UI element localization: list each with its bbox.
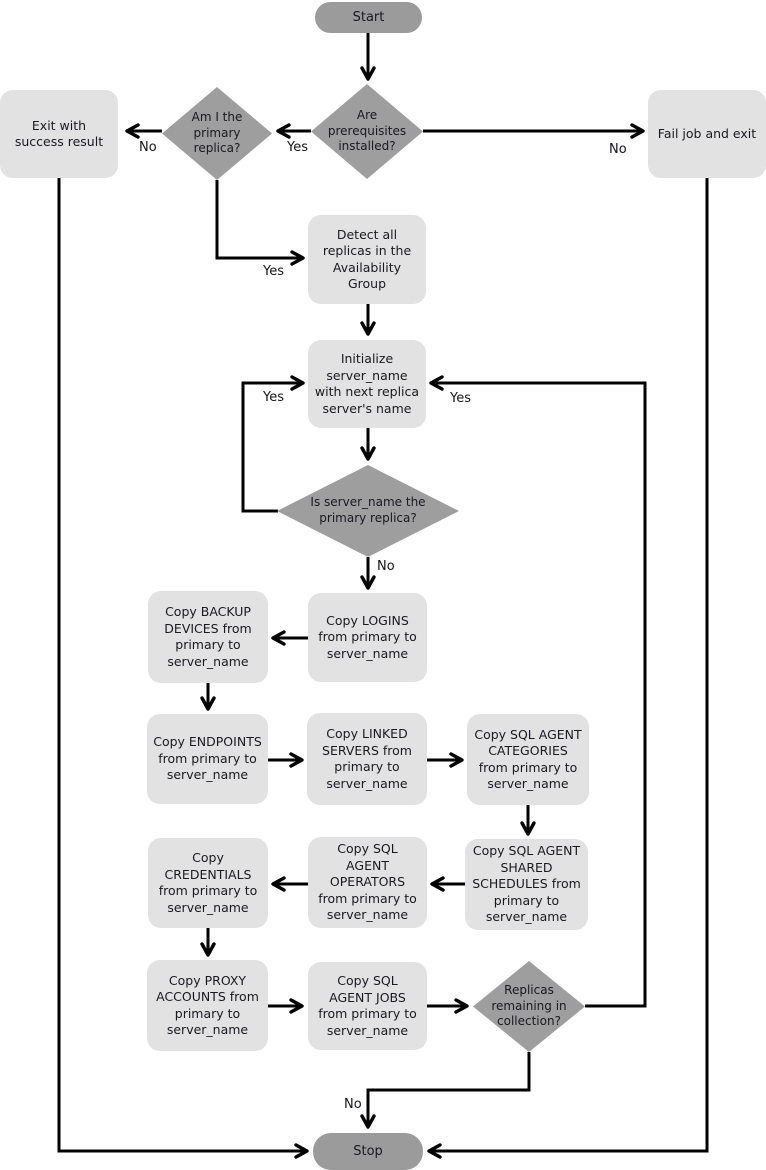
- edge-label-replicas-yes: Yes: [450, 391, 471, 406]
- edge-replicas-no-to-stop: [360, 1052, 531, 1129]
- node-copy-agent-shared-schedules: Copy SQL AGENT SHARED SCHEDULES from pri…: [465, 839, 588, 930]
- node-copy-logins: Copy LOGINS from primary to server_name: [308, 593, 427, 682]
- edge-label-loop-yes: Yes: [263, 390, 284, 405]
- node-copy-agent-categories: Copy SQL AGENT CATEGORIES from primary t…: [467, 714, 589, 805]
- node-copy-credentials: Copy CREDENTIALS from primary to server_…: [148, 838, 268, 928]
- node-label: Copy LINKED SERVERS from primary to serv…: [322, 726, 412, 791]
- node-label: Detect all replicas in the Availability …: [322, 226, 412, 292]
- edge-replicas-yes-to-init: [429, 375, 647, 1008]
- node-label: Stop: [353, 1143, 383, 1159]
- node-initialize-server-name: Initialize server_name with next replica…: [308, 340, 426, 428]
- edge-exit-to-stop: [57, 178, 309, 1159]
- edge-label-replicas-no: No: [344, 1097, 362, 1112]
- node-label: Copy CREDENTIALS from primary to server_…: [158, 850, 258, 915]
- node-label: Copy SQL AGENT JOBS from primary to serv…: [318, 973, 417, 1038]
- node-exit-with-success: Exit with success result: [0, 90, 118, 178]
- node-label: Copy SQL AGENT OPERATORS from primary to…: [318, 841, 417, 923]
- node-copy-linked-servers: Copy LINKED SERVERS from primary to serv…: [307, 713, 427, 805]
- edge-label-is-primary-no: No: [377, 559, 395, 574]
- node-label: Is server_name the primary replica?: [310, 495, 426, 525]
- node-label: Copy SQL AGENT SHARED SCHEDULES from pri…: [472, 843, 581, 925]
- node-label: Copy ENDPOINTS from primary to server_na…: [153, 734, 262, 783]
- node-label: Fail job and exit: [657, 125, 757, 141]
- node-copy-agent-jobs: Copy SQL AGENT JOBS from primary to serv…: [308, 962, 427, 1050]
- node-label: Copy LOGINS from primary to server_name: [318, 612, 417, 661]
- node-label: Exit with success result: [14, 117, 104, 150]
- edge-label-primary-yes: Yes: [263, 264, 284, 279]
- node-copy-agent-operators: Copy SQL AGENT OPERATORS from primary to…: [308, 837, 427, 928]
- node-label: Are prerequisites installed?: [327, 107, 407, 154]
- edge-fail-to-stop: [427, 178, 709, 1159]
- node-copy-endpoints: Copy ENDPOINTS from primary to server_na…: [147, 714, 268, 804]
- node-label: Copy PROXY ACCOUNTS from primary to serv…: [156, 972, 259, 1038]
- edge-label-primary-no: No: [139, 140, 157, 155]
- node-copy-proxy-accounts: Copy PROXY ACCOUNTS from primary to serv…: [147, 960, 268, 1051]
- node-label: Copy SQL AGENT CATEGORIES from primary t…: [474, 726, 582, 792]
- edge-primary-yes-to-detect: [215, 180, 305, 266]
- node-fail-job-and-exit: Fail job and exit: [648, 90, 766, 178]
- node-label: Initialize server_name with next replica…: [314, 351, 420, 416]
- node-stop: Stop: [313, 1133, 423, 1170]
- edge-label-prereq-yes: Yes: [287, 140, 308, 155]
- node-label: Replicas remaining in collection?: [491, 982, 567, 1029]
- node-start: Start: [315, 2, 422, 33]
- node-label: Start: [352, 9, 385, 25]
- node-label: Copy BACKUP DEVICES from primary to serv…: [164, 604, 252, 669]
- edge-is-primary-yes-loop: [241, 375, 305, 513]
- edge-label-prereq-no: No: [609, 142, 627, 157]
- node-label: Am I the primary replica?: [191, 109, 243, 156]
- node-detect-replicas: Detect all replicas in the Availability …: [308, 215, 426, 304]
- node-copy-backup-devices: Copy BACKUP DEVICES from primary to serv…: [148, 591, 268, 683]
